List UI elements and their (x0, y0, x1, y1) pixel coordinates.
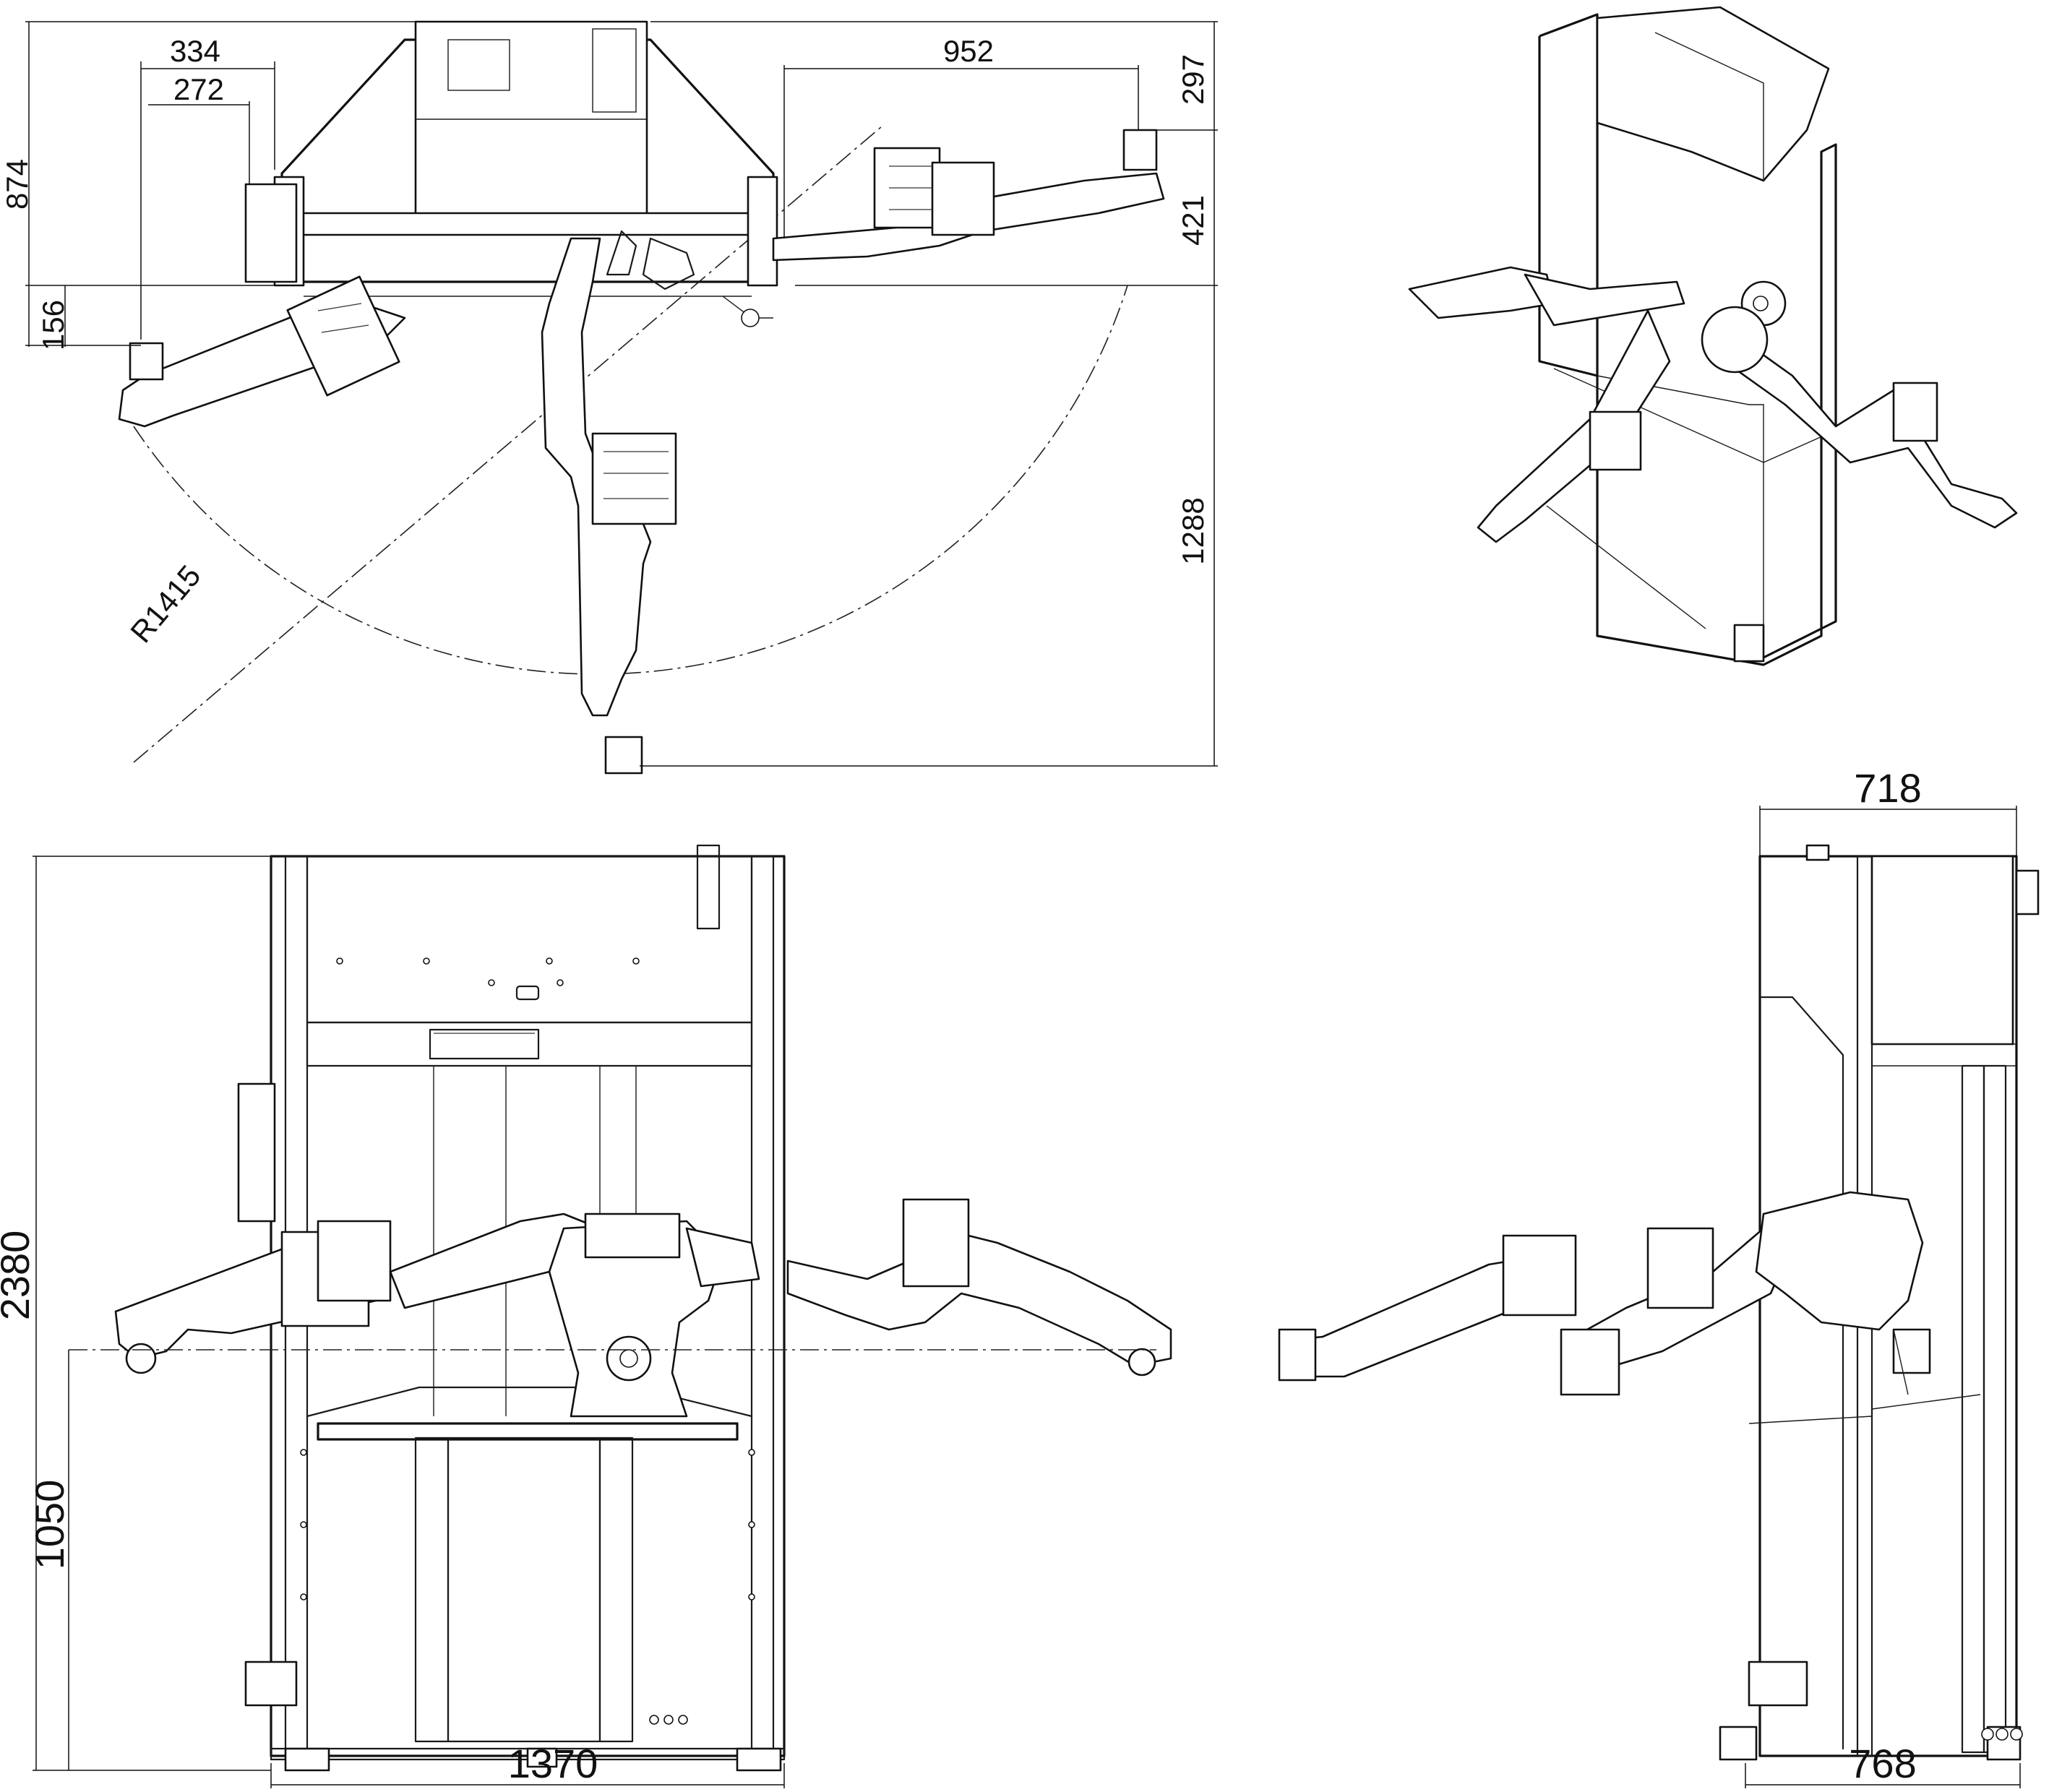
front-view: 2380 1050 1370 (0, 844, 1172, 1788)
front-view-dimensions: 2380 1050 1370 (0, 856, 785, 1788)
dim-r1415: R1415 (124, 559, 207, 649)
side-cabinet (1870, 855, 2014, 1046)
radius-line (133, 126, 882, 763)
dim-1370: 1370 (508, 1741, 598, 1786)
left-arm-joint (286, 275, 400, 397)
reach-arc (133, 285, 1128, 675)
dim-334: 334 (170, 34, 220, 68)
front-right-arm (786, 1227, 1172, 1367)
iso-right-arm (1733, 338, 2018, 529)
dim-718: 718 (1854, 765, 1921, 811)
dim-272: 272 (173, 72, 224, 106)
side-view: 718 768 (1278, 765, 2040, 1788)
iso-frame (1539, 13, 1837, 666)
side-view-dimensions: 718 768 (1745, 765, 2021, 1788)
dim-874: 874 (0, 159, 34, 210)
dim-768: 768 (1849, 1741, 1916, 1786)
top-view: 334 272 952 297 421 1288 874 (0, 20, 1218, 775)
dim-2380: 2380 (0, 1231, 38, 1321)
iso-center-arm (1477, 309, 1671, 543)
iso-left-arm (1408, 266, 1555, 319)
dim-952: 952 (943, 34, 994, 68)
iso-cabinet (1596, 6, 1830, 182)
isometric-view (1408, 6, 2018, 666)
dim-1288: 1288 (1176, 497, 1210, 564)
front-upper-panel (306, 855, 753, 1024)
front-panel-holes (300, 957, 755, 1725)
dim-156: 156 (36, 300, 70, 350)
front-door (447, 1436, 601, 1743)
center-arm-joint (591, 432, 677, 525)
dim-421: 421 (1176, 195, 1210, 246)
crossbar (295, 212, 775, 236)
front-table (317, 1422, 739, 1441)
dim-297: 297 (1176, 54, 1210, 105)
side-right-arm (1755, 1191, 1924, 1331)
dim-1050: 1050 (27, 1480, 72, 1570)
